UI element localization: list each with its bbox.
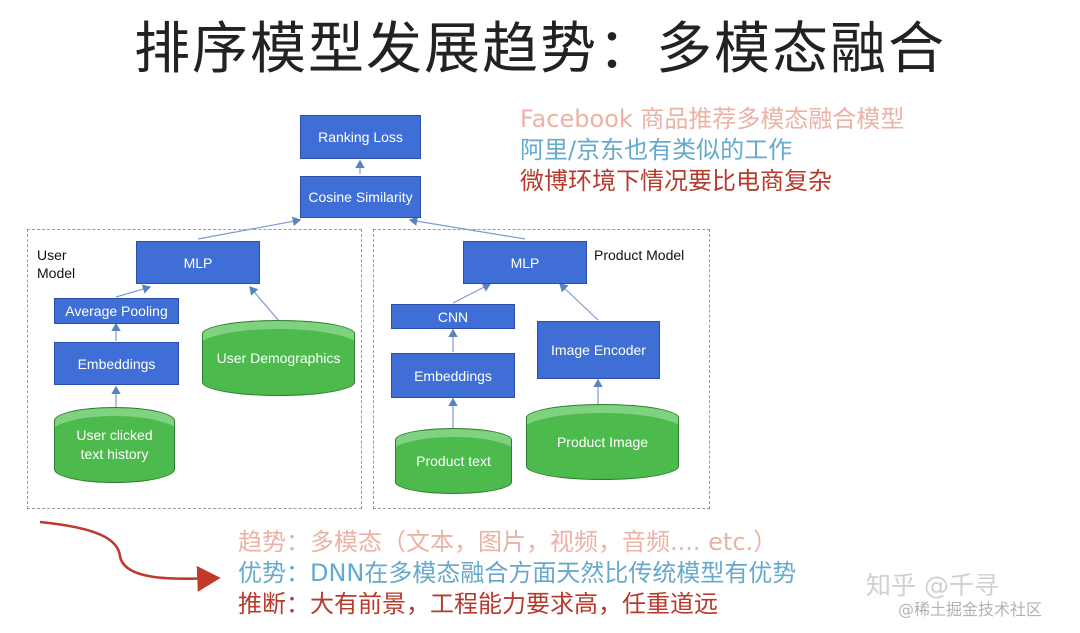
product-mlp-box: MLP <box>463 241 587 284</box>
user-model-label-line2: Model <box>37 265 76 281</box>
watermark-juejin: @稀土掘金技术社区 <box>898 600 1043 619</box>
summary-block: 趋势：多模态（文本，图片，视频，音频.... etc.） 优势：DNN在多模态融… <box>238 527 796 620</box>
user-clicked-history-cylinder: User clicked text history <box>54 407 175 483</box>
user-clicked-line2: text history <box>80 446 149 462</box>
product-embeddings-box: Embeddings <box>391 353 515 398</box>
trend-curved-arrow <box>39 520 221 592</box>
ranking-loss-box: Ranking Loss <box>300 115 421 159</box>
average-pooling-box: Average Pooling <box>54 298 179 324</box>
product-text-cylinder: Product text <box>395 428 512 494</box>
arrow-pooling-to-mlp <box>115 284 152 298</box>
summary-advantage: 优势：DNN在多模态融合方面天然比传统模型有优势 <box>238 559 797 587</box>
notes-block: Facebook 商品推荐多模态融合模型 阿里/京东也有类似的工作 微博环境下情… <box>520 104 904 197</box>
image-encoder-box: Image Encoder <box>537 321 660 379</box>
user-mlp-box: MLP <box>136 241 260 284</box>
slide-title: 排序模型发展趋势：多模态融合 <box>134 17 946 82</box>
user-model-label-line1: User <box>37 247 67 263</box>
arrow-encoder-to-mlp <box>559 283 599 321</box>
summary-trend: 趋势：多模态（文本，图片，视频，音频.... etc.） <box>238 528 778 556</box>
user-model-label: User Model <box>37 246 75 282</box>
product-image-cylinder: Product Image <box>526 404 679 480</box>
product-model-panel <box>373 229 710 509</box>
note-weibo: 微博环境下情况要比电商复杂 <box>520 167 832 195</box>
summary-inference: 推断：大有前景，工程能力要求高，任重道远 <box>238 590 718 618</box>
arrow-cnn-to-mlp <box>452 283 492 304</box>
user-clicked-line1: User clicked <box>76 427 153 443</box>
product-model-label: Product Model <box>594 247 685 263</box>
cnn-box: CNN <box>391 304 515 329</box>
user-demographics-cylinder: User Demographics <box>202 320 355 396</box>
note-facebook: Facebook 商品推荐多模态融合模型 <box>520 105 905 133</box>
user-embeddings-box: Embeddings <box>54 342 179 385</box>
arrow-demographics-to-mlp <box>249 286 280 322</box>
watermark-zhihu: 知乎 @千寻 <box>866 571 999 600</box>
note-alibaba-jd: 阿里/京东也有类似的工作 <box>520 136 793 164</box>
cosine-similarity-box: Cosine Similarity <box>300 176 421 218</box>
user-model-panel <box>27 229 362 509</box>
